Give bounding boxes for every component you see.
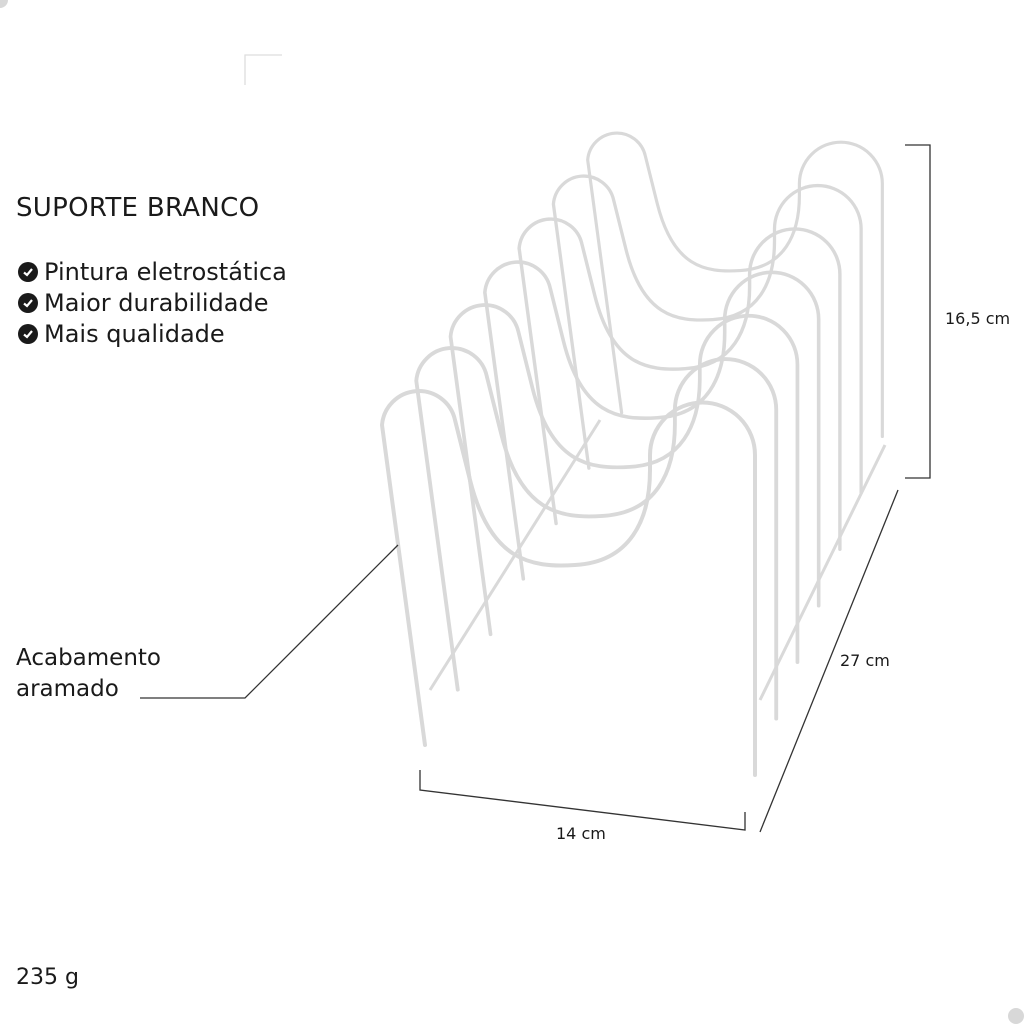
feature-item: Pintura eletrostática [18,258,287,286]
product-title: SUPORTE BRANCO [16,193,260,223]
feature-item: Mais qualidade [18,320,225,348]
dimension-lines [140,54,931,833]
wire-frame [448,303,800,665]
finish-label: Acabamento aramado [16,643,161,705]
depth-dimension-line [759,489,899,833]
depth-label: 27 cm [840,651,890,670]
check-circle-icon [18,262,38,282]
crop-mark [244,54,282,85]
check-circle-icon [18,293,38,313]
base-rails [428,419,887,701]
wire-frame [379,389,757,777]
wire-frame [414,346,779,721]
corner-dot [0,0,8,8]
leader-line [140,544,399,699]
wire-frame [586,131,884,439]
corner-dot [1008,1008,1024,1024]
feature-label: Mais qualidade [44,320,225,348]
weight-label: 235 g [16,965,79,990]
wire-frame [483,260,821,608]
feature-label: Pintura eletrostática [44,258,287,286]
height-dimension-line [905,144,931,479]
width-label: 14 cm [556,824,606,843]
finish-label-line: Acabamento [16,645,161,671]
height-label: 16,5 cm [945,309,1011,328]
width-dimension-line [419,770,746,831]
finish-label-line: aramado [16,676,119,702]
check-circle-icon [18,324,38,344]
feature-item: Maior durabilidade [18,289,268,317]
feature-label: Maior durabilidade [44,289,269,317]
wire-frame [551,174,863,495]
